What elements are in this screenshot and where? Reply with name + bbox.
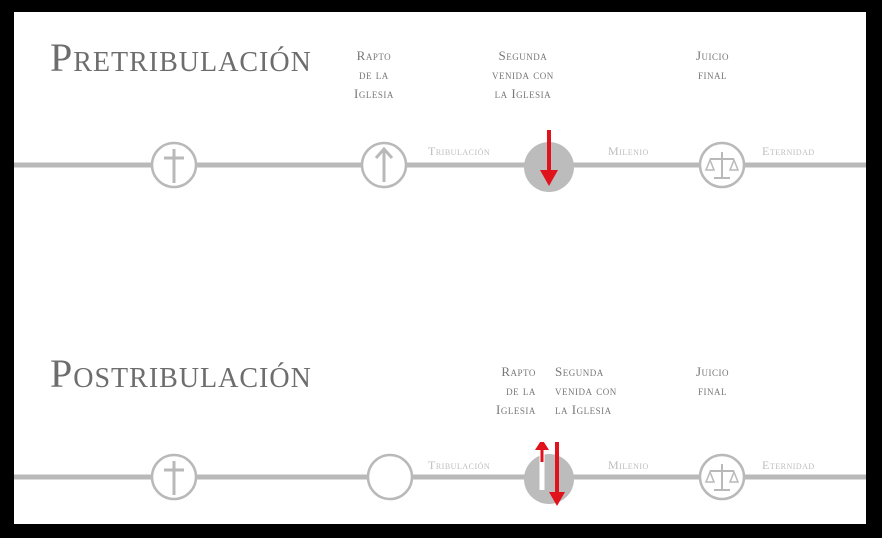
pre-rapture-line-3: Iglesia <box>354 86 394 101</box>
posttribulation-title: Postribulación <box>50 351 312 396</box>
post-second-coming-line-3: la Iglesia <box>555 402 612 417</box>
post-tribulation-segment-label: Tribulación <box>428 458 491 472</box>
pre-final-judgment-label: Juicio final <box>696 46 729 84</box>
post-rapture-line-3: Iglesia <box>496 402 536 417</box>
post-judgment-line-1: Juicio <box>696 364 730 379</box>
pre-tribulation-segment-label: Tribulación <box>428 144 491 158</box>
pre-rapture-line-1: Rapto <box>356 48 392 63</box>
pre-cross-icon <box>150 141 198 189</box>
post-rapture-label: Rapto de la Iglesia <box>496 362 536 419</box>
post-eternity-segment-label: Eternidad <box>762 458 815 472</box>
pretribulation-timeline <box>14 130 866 192</box>
pre-descent-arrow-icon <box>540 130 558 186</box>
pre-rapture-arrow-icon <box>360 141 408 189</box>
pretribulation-title: Pretribulación <box>50 35 312 80</box>
pre-second-coming-line-1: Segunda <box>498 48 548 63</box>
post-millennium-segment-label: Milenio <box>608 458 649 472</box>
pre-eternity-segment-label: Eternidad <box>762 144 815 158</box>
pre-judgment-line-1: Juicio <box>696 48 730 63</box>
pre-rapture-line-2: de la <box>359 67 389 82</box>
pre-second-coming-line-2: venida con <box>492 67 554 82</box>
pre-millennium-segment-label: Milenio <box>608 144 649 158</box>
pre-judgment-line-2: final <box>698 67 728 82</box>
post-empty-node <box>366 453 414 501</box>
post-descent-arrow-icon <box>549 442 565 506</box>
post-rapture-arrow-icon <box>535 442 549 490</box>
post-second-coming-line-1: Segunda <box>555 364 604 379</box>
pre-rapture-label: Rapto de la Iglesia <box>354 46 394 103</box>
diagram-panel: Pretribulación Rapto de la Iglesia Segun… <box>14 12 866 524</box>
posttribulation-timeline <box>14 442 866 506</box>
pre-second-coming-line-3: la Iglesia <box>494 86 552 101</box>
post-second-coming-node <box>524 454 574 504</box>
post-rapture-line-2: de la <box>506 383 536 398</box>
pre-scales-icon <box>698 141 746 189</box>
post-scales-icon <box>698 453 746 501</box>
post-rapture-line-1: Rapto <box>501 364 536 379</box>
post-second-coming-line-2: venida con <box>555 383 617 398</box>
pre-second-coming-label: Segunda venida con la Iglesia <box>492 46 554 103</box>
post-cross-icon <box>150 453 198 501</box>
post-second-coming-label: Segunda venida con la Iglesia <box>555 362 617 419</box>
post-final-judgment-label: Juicio final <box>696 362 729 400</box>
post-judgment-line-2: final <box>698 383 728 398</box>
